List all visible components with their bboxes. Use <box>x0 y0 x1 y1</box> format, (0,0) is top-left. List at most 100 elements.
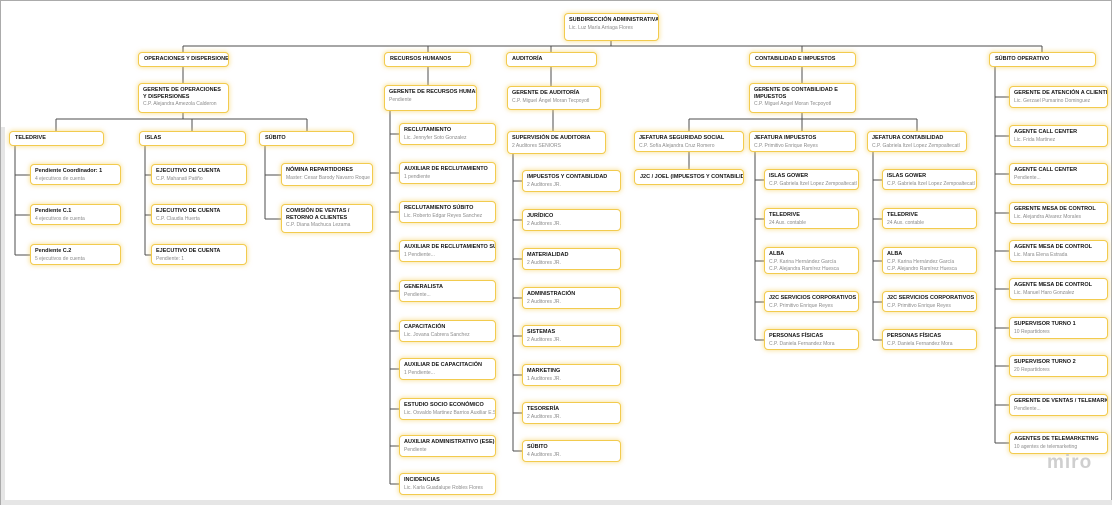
node-title: AGENTES DE TELEMARKETING <box>1014 436 1099 442</box>
org-node-h-contabilidad[interactable]: CONTABILIDAD E IMPUESTOS <box>749 52 856 67</box>
node-title: NÓMINA REPARTIDORES <box>286 167 353 173</box>
node-subtitle: C.P. Mahanati Patiño <box>156 175 203 182</box>
node-subtitle: 2 Auditores JR. <box>527 336 561 343</box>
node-subtitle: Pendiente <box>404 446 427 453</box>
node-subtitle: 2 Auditores JR. <box>527 298 561 305</box>
miro-logo: miro <box>1047 452 1093 473</box>
node-title: GERENTE DE OPERACIONES Y DISPERSIONES <box>143 87 221 100</box>
node-subtitle: C.P. Claudia Huerta <box>156 215 200 222</box>
org-node-h-subito-operativo[interactable]: SÚBITO OPERATIVO <box>989 52 1096 67</box>
node-title: AUDITORÍA <box>512 56 543 63</box>
org-node-h-subito[interactable]: SÚBITO <box>259 131 354 146</box>
node-subtitle: Lic. Manuel Haro Gonzalez <box>1014 289 1075 296</box>
node-title: ISLAS GOWER <box>769 173 809 179</box>
org-node-h-auditoria[interactable]: AUDITORÍA <box>506 52 597 67</box>
node-subtitle: C.P. Gabriela Itzel Lopez Zempoaltecatl <box>769 180 857 187</box>
node-subtitle: C.P. Diana Machuca Lezama <box>286 222 351 229</box>
node-title: AUXILIAR DE RECLUTAMIENTO <box>404 166 488 172</box>
node-subtitle: C.P. Gabriela Itzel Lopez Zempoaltecatl <box>872 142 960 149</box>
node-title: AGENTE CALL CENTER <box>1014 167 1078 173</box>
org-node-j2c-joel[interactable]: J2C / JOEL (IMPUESTOS Y CONTABILIDAD) <box>634 169 744 185</box>
org-node-h-operaciones[interactable]: OPERACIONES Y DISPERSIONES <box>138 52 229 67</box>
node-subtitle: C.P. Sofía Alejandra Cruz Romero <box>639 142 715 149</box>
node-title: GERENTE MESA DE CONTROL <box>1014 206 1096 212</box>
org-node-h-teledrive[interactable]: TELEDRIVE <box>9 131 104 146</box>
node-title: TELEDRIVE <box>15 135 46 142</box>
node-title: SUPERVISIÓN DE AUDITORIA <box>512 135 591 141</box>
node-subtitle: C.P. Alejandro Ramírez Huesca <box>887 265 957 272</box>
org-node-rh-aux-administrativo[interactable]: AUXILIAR ADMINISTRATIVO (ESE)Pendiente <box>399 435 496 457</box>
node-subtitle: 4 ejecutivos de cuenta <box>35 175 85 182</box>
node-subtitle: 1 pendiente <box>404 173 431 180</box>
node-subtitle: Lic. Roberto Edgar Reyes Sanchez <box>404 212 483 219</box>
node-title: ISLAS GOWER <box>887 173 927 179</box>
node-title: MARKETING <box>527 368 561 374</box>
node-title: J2C SERVICIOS CORPORATIVOS <box>769 295 857 301</box>
node-subtitle: Lic. Jovana Cabrera Sanchez <box>404 331 470 338</box>
node-subtitle: 2 Auditores JR. <box>527 181 561 188</box>
node-title: AGENTE MESA DE CONTROL <box>1014 282 1093 288</box>
node-subtitle: 1 Auditores JR. <box>527 375 561 382</box>
org-node-h-rh[interactable]: RECURSOS HUMANOS <box>384 52 471 67</box>
org-node-so-gerente-ventas[interactable]: GERENTE DE VENTAS / TELEMARKETINGPendien… <box>1009 394 1108 416</box>
node-subtitle: Lic. Frida Martinez <box>1014 136 1056 143</box>
org-node-rh-aux-reclutamiento-subito[interactable]: AUXILIAR DE RECLUTAMIENTO SÚBITO1 Pendie… <box>399 240 496 262</box>
org-node-ger-rh[interactable]: GERENTE DE RECURSOS HUMANOSPendiente <box>384 85 477 111</box>
node-subtitle: C.P. Karina Hernández García <box>887 258 955 265</box>
node-title: TELEDRIVE <box>769 212 800 218</box>
org-node-h-islas[interactable]: ISLAS <box>139 131 246 146</box>
